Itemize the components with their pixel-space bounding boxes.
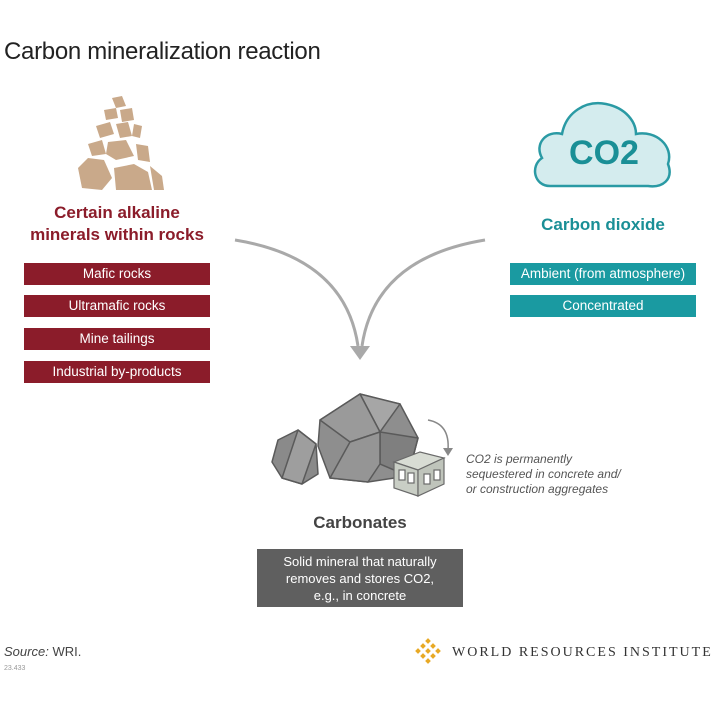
source-label: Source: [4, 644, 49, 659]
note-line3: or construction aggregates [466, 482, 609, 496]
industrial-byproducts-label: Industrial by-products [24, 361, 210, 383]
rocks-heading-line2: minerals within rocks [30, 225, 204, 244]
cloud-co2-label: CO2 [569, 134, 639, 172]
sequestration-note: CO2 is permanently sequestered in concre… [466, 452, 666, 497]
mine-tailings-label: Mine tailings [24, 328, 210, 350]
box-line2: removes and stores CO2, [285, 570, 435, 586]
wri-wordmark: WORLD RESOURCES INSTITUTE [452, 645, 713, 660]
note-line2: sequestered in concrete and/ [466, 467, 621, 481]
arrow-head [350, 346, 370, 360]
curved-pointer-arrow [427, 419, 449, 451]
co2-heading: Carbon dioxide [541, 215, 665, 234]
carbonate-rocks-icon [271, 393, 453, 497]
carbonates-description-box: Solid mineral that naturally removes and… [257, 549, 463, 607]
rocks-heading-line1: Certain alkaline [54, 203, 180, 222]
ambient-label: Ambient (from atmosphere) [510, 263, 696, 285]
wri-logo-icon [415, 638, 441, 664]
page-title: Carbon mineralization reaction [4, 38, 321, 65]
rocks-heading: Certain alkaline minerals within rocks [24, 202, 210, 246]
ultramafic-rocks-label: Ultramafic rocks [24, 295, 210, 317]
carbonates-heading: Carbonates [313, 513, 407, 532]
source-credit: Source: WRI. [4, 644, 81, 659]
figure-code: 23.433 [4, 665, 26, 672]
mafic-rocks-label: Mafic rocks [24, 263, 210, 285]
cloud-icon: CO2 [533, 102, 671, 188]
box-line1: Solid mineral that naturally [283, 553, 437, 569]
source-value: WRI. [52, 644, 82, 659]
left-arrow-line [234, 238, 360, 347]
rock-pile-icon [78, 96, 164, 190]
concentrated-label: Concentrated [510, 295, 696, 317]
box-line3: e.g., in concrete [313, 587, 407, 603]
note-line1: CO2 is permanently [466, 452, 573, 466]
right-arrow-line [360, 238, 486, 347]
